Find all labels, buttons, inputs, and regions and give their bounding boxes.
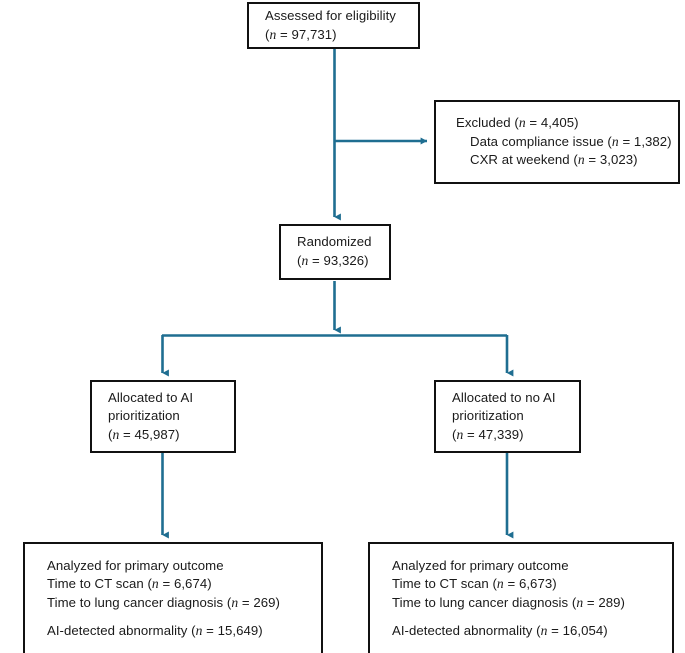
- sample-size-symbol: n: [540, 622, 548, 638]
- sample-size-symbol: n: [195, 622, 203, 638]
- sample-size-symbol: n: [576, 595, 584, 610]
- node-line: Time to lung cancer diagnosis (n = 289): [392, 595, 625, 610]
- node-line: (n = 97,731): [265, 26, 337, 42]
- node-line: prioritization: [452, 408, 524, 424]
- sample-size-symbol: n: [231, 595, 239, 610]
- sample-size-symbol: n: [456, 426, 464, 442]
- sample-size-symbol: n: [611, 133, 619, 149]
- node-allocated-to-ai-prioritization: Allocated to AI prioritization (n = 45,987…: [90, 380, 236, 453]
- node-line: (n = 47,339): [452, 426, 524, 442]
- sample-size-symbol: n: [577, 152, 585, 168]
- node-line: Time to CT scan (n = 6,673): [392, 576, 557, 592]
- node-line: Time to CT scan (n = 6,674): [47, 576, 212, 592]
- node-line: AI-detected abnormality (n = 15,649): [47, 622, 263, 638]
- node-excluded: Excluded (n = 4,405) Data compliance issu…: [434, 100, 680, 184]
- node-line: Assessed for eligibility: [265, 7, 396, 23]
- node-randomized: Randomized (n = 93,326): [279, 224, 391, 280]
- sample-size-symbol: n: [518, 115, 526, 131]
- node-line: (n = 45,987): [108, 426, 180, 442]
- sample-size-symbol: n: [301, 253, 309, 268]
- sample-size-symbol: n: [496, 576, 504, 592]
- node-line: Analyzed for primary outcome: [392, 557, 569, 573]
- node-allocated-to-no-ai-prioritization: Allocated to no AI prioritization (n = 47,…: [434, 380, 581, 453]
- node-line: Analyzed for primary outcome: [47, 557, 224, 573]
- node-line: prioritization: [108, 408, 180, 424]
- node-line: Allocated to AI: [108, 389, 194, 405]
- node-assessed-for-eligibility: Assessed for eligibility (n = 97,731): [247, 2, 420, 49]
- sample-size-symbol: n: [269, 26, 277, 42]
- node-line: Excluded (n = 4,405): [456, 115, 579, 131]
- node-line: Randomized: [297, 234, 372, 250]
- node-line: CXR at weekend (n = 3,023): [470, 152, 638, 168]
- node-line: Data compliance issue (n = 1,382): [470, 133, 672, 149]
- node-line: (n = 93,326): [297, 253, 369, 268]
- node-line: Time to lung cancer diagnosis (n = 269): [47, 595, 280, 610]
- sample-size-symbol: n: [112, 426, 120, 442]
- node-line: Allocated to no AI: [452, 389, 556, 405]
- node-line: AI-detected abnormality (n = 16,054): [392, 622, 608, 638]
- sample-size-symbol: n: [151, 576, 159, 592]
